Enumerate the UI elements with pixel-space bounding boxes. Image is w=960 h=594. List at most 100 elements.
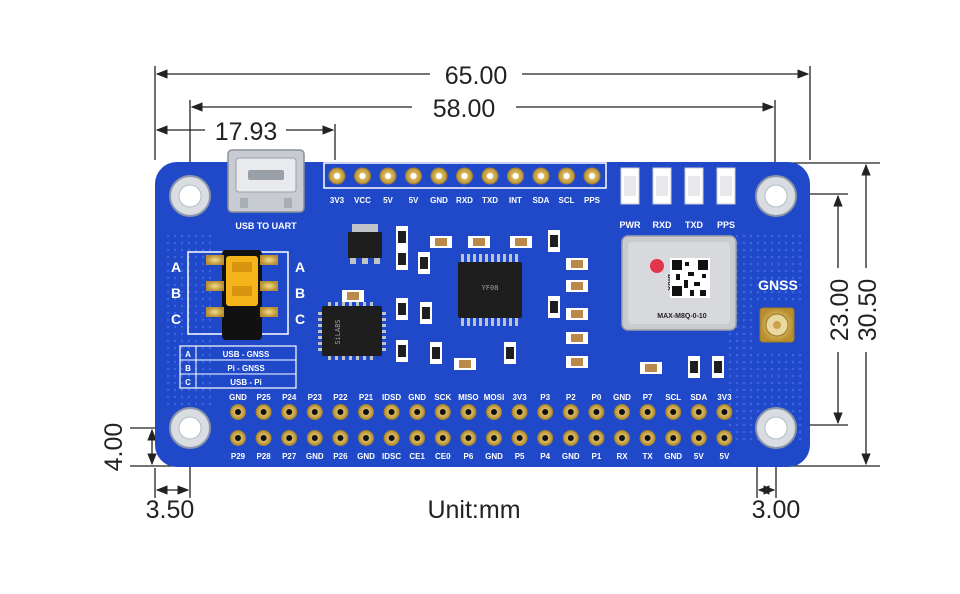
gpio-top-label: GND (408, 393, 426, 402)
led (652, 167, 672, 205)
switch-left-label: B (171, 285, 181, 301)
header-pin-label: 5V (383, 196, 393, 205)
gpio-bottom-label: GND (306, 452, 324, 461)
gpio-pin (614, 430, 630, 446)
gpio-pin (665, 404, 682, 420)
dim-overall-width: 65.00 (445, 62, 508, 90)
smd-component (548, 230, 560, 252)
gpio-pin (562, 404, 579, 420)
led-label: PPS (717, 220, 735, 230)
gpio-pin (639, 404, 656, 420)
gpio-top-label: P22 (333, 393, 348, 402)
gpio-top-label: IDSD (382, 393, 401, 402)
gpio-bottom-label: P1 (592, 452, 602, 461)
smd-component (640, 362, 662, 374)
passive-components (342, 226, 724, 378)
gpio-pin (665, 430, 682, 446)
header-pin-label: VCC (354, 196, 371, 205)
smd-component (566, 356, 588, 368)
gpio-pin (562, 430, 579, 446)
smd-component (566, 280, 588, 292)
gpio-bottom-label: 5V (720, 452, 730, 461)
gpio-pin (306, 404, 323, 420)
gpio-pin (255, 404, 272, 420)
gpio-pin (460, 404, 477, 420)
gpio-bottom-label: P4 (540, 452, 550, 461)
gpio-bottom-label: RX (616, 452, 628, 461)
smd-component (430, 342, 442, 364)
gpio-top-label: P7 (643, 393, 653, 402)
level-shifter-chip: YF08 (458, 254, 522, 326)
smd-component (688, 356, 700, 378)
gpio-bottom-label: CE0 (435, 452, 451, 461)
gpio-bottom-label: GND (664, 452, 682, 461)
header-pad (430, 167, 448, 185)
header-pad (456, 167, 473, 185)
gpio-top-label: SCK (434, 393, 451, 402)
gpio-pin (230, 404, 246, 420)
mounting-hole (169, 175, 211, 217)
gpio-bottom-label: P6 (464, 452, 474, 461)
gpio-pin (281, 404, 298, 420)
module-label: MAX-M8Q-0-10 (657, 313, 707, 320)
switch-right-label: C (295, 311, 305, 327)
gpio-pin (588, 430, 605, 446)
gpio-pin (460, 430, 477, 446)
unit-label: Unit:mm (427, 496, 520, 524)
gpio-bottom-label: TX (642, 452, 653, 461)
header-pin-label: INT (509, 196, 522, 205)
smd-component (504, 342, 516, 364)
led (716, 167, 736, 205)
smd-component (396, 248, 408, 270)
gpio-pin (511, 404, 528, 420)
header-pin-label: PPS (584, 196, 601, 205)
gpio-bottom-label: P27 (282, 452, 297, 461)
header-pad (379, 167, 397, 185)
smd-component (566, 258, 588, 270)
header-pad (405, 167, 422, 185)
smd-component (510, 236, 532, 248)
gpio-top-label: SDA (690, 393, 707, 402)
header-pin-label: SCL (559, 196, 575, 205)
smd-component (420, 302, 432, 324)
uart-bridge-chip: SiLABS (318, 302, 386, 360)
antenna-connector (759, 307, 795, 343)
header-pin-label: SDA (533, 196, 550, 205)
led (684, 167, 704, 205)
gpio-pin (588, 404, 605, 420)
switch-table-key: B (185, 364, 191, 373)
gpio-pin (409, 430, 426, 446)
smd-component (548, 296, 560, 318)
header-pad (558, 167, 575, 185)
voltage-regulator (348, 224, 382, 264)
switch-table-value: USB - GNSS (223, 350, 270, 359)
gpio-pin (383, 430, 400, 446)
smd-component (342, 290, 364, 302)
gpio-pin (511, 430, 528, 446)
gpio-top-label: 3V3 (512, 393, 527, 402)
usb-label: USB TO UART (235, 221, 297, 231)
gpio-top-label: SCL (665, 393, 681, 402)
gpio-pin (486, 430, 502, 446)
mounting-hole (755, 407, 797, 449)
gpio-pin (306, 430, 323, 446)
gpio-pin (358, 404, 374, 420)
gpio-top-label: P2 (566, 393, 576, 402)
dim-hole-span-height: 23.00 (826, 279, 854, 342)
smd-component (396, 340, 408, 362)
gpio-pin (332, 404, 349, 420)
smd-component (396, 226, 408, 248)
gpio-bottom-label: GND (562, 452, 580, 461)
switch-table-value: USB - Pi (230, 378, 262, 387)
header-pin-label: RXD (456, 196, 473, 205)
header-pin-label: 3V3 (330, 196, 345, 205)
gpio-bottom-label: P29 (231, 452, 246, 461)
smd-component (396, 298, 408, 320)
gpio-pin (409, 404, 426, 420)
led (620, 167, 640, 205)
gpio-pin (434, 404, 451, 420)
svg-text:YF08: YF08 (482, 284, 499, 292)
gpio-bottom-label: IDSC (382, 452, 401, 461)
